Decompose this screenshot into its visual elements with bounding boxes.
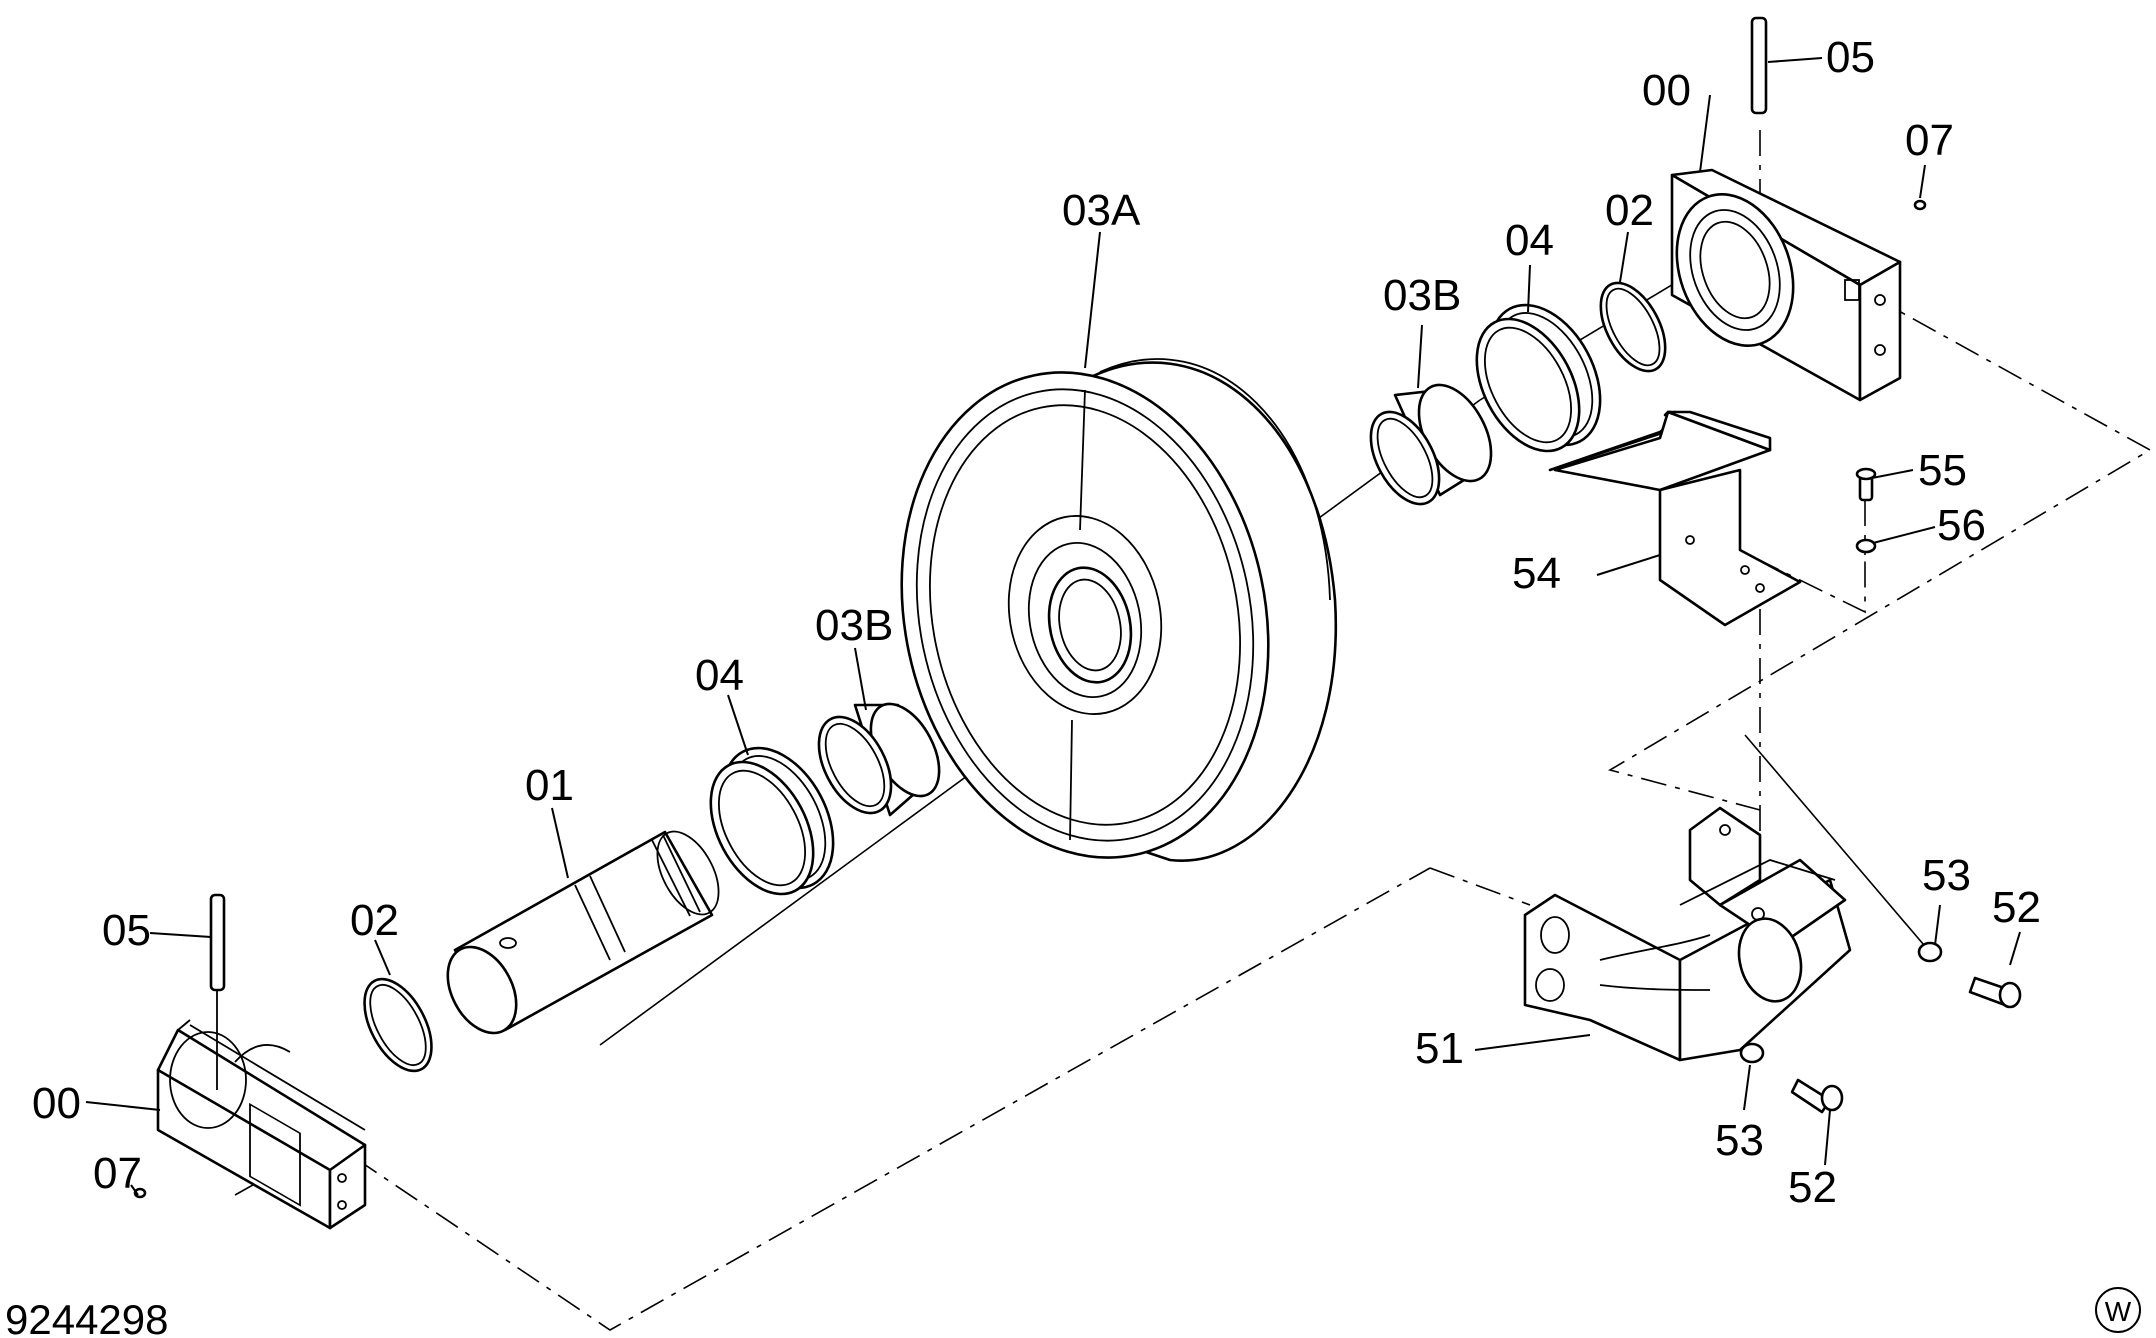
washer-right-part xyxy=(1917,941,1943,963)
callout-seal-left: 04 xyxy=(695,651,744,700)
callout-plug-right: 07 xyxy=(1905,116,1954,165)
plate-washer-part xyxy=(1855,538,1877,554)
callout-bolt-lower: 52 xyxy=(1788,1163,1837,1212)
callout-bracket-left: 00 xyxy=(32,1079,81,1128)
yoke-part xyxy=(1523,806,1852,1062)
right-seal-part xyxy=(1475,303,1602,453)
callout-washer-lower: 53 xyxy=(1715,1116,1764,1165)
callout-pin-left: 05 xyxy=(102,906,151,955)
callout-labels: 00 05 07 02 01 04 03B 03A 03B 04 02 00 0… xyxy=(32,33,2041,1212)
callout-plug-left: 07 xyxy=(93,1149,142,1198)
callout-bushing-right: 03B xyxy=(1383,271,1461,320)
callout-washer-right: 53 xyxy=(1922,851,1971,900)
idler-wheel-part xyxy=(900,358,1338,862)
callout-bolt-right: 52 xyxy=(1992,883,2041,932)
corner-mark: W xyxy=(2095,1287,2141,1333)
callout-oring-right: 02 xyxy=(1605,186,1654,235)
callout-seal-right: 04 xyxy=(1505,216,1554,265)
shaft-part xyxy=(446,830,720,1035)
right-pin-part xyxy=(1750,16,1768,115)
right-oring-part xyxy=(1599,281,1667,373)
callout-plate: 54 xyxy=(1512,549,1561,598)
callout-yoke: 51 xyxy=(1415,1024,1464,1073)
left-seal-part xyxy=(709,746,835,896)
figure-number: 9244298 xyxy=(5,1296,169,1338)
left-bushing-part xyxy=(817,702,941,817)
callout-bushing-left: 03B xyxy=(815,601,893,650)
bolt-lower-part xyxy=(1790,1078,1844,1114)
leader-lines xyxy=(85,57,2021,1196)
right-bracket-part xyxy=(1670,168,1902,402)
plate-part xyxy=(1548,410,1802,627)
right-plug-part xyxy=(1913,199,1927,211)
washer-lower-part xyxy=(1739,1042,1765,1064)
right-bushing-part xyxy=(1369,383,1493,506)
callout-shaft: 01 xyxy=(525,761,574,810)
callout-pin-right: 05 xyxy=(1826,33,1875,82)
bolt-right-part xyxy=(1968,976,2022,1009)
plate-bolt-part xyxy=(1855,467,1877,502)
callout-plate-bolt: 55 xyxy=(1918,446,1967,495)
callout-plate-washer: 56 xyxy=(1937,501,1986,550)
callout-oring-left: 02 xyxy=(350,896,399,945)
callout-idler: 03A xyxy=(1062,186,1141,235)
left-oring-part xyxy=(363,977,433,1073)
left-bracket-part xyxy=(156,1019,367,1230)
left-pin-part xyxy=(209,893,226,1090)
corner-mark-letter: W xyxy=(2105,1296,2132,1327)
callout-bracket-right: 00 xyxy=(1642,66,1691,115)
